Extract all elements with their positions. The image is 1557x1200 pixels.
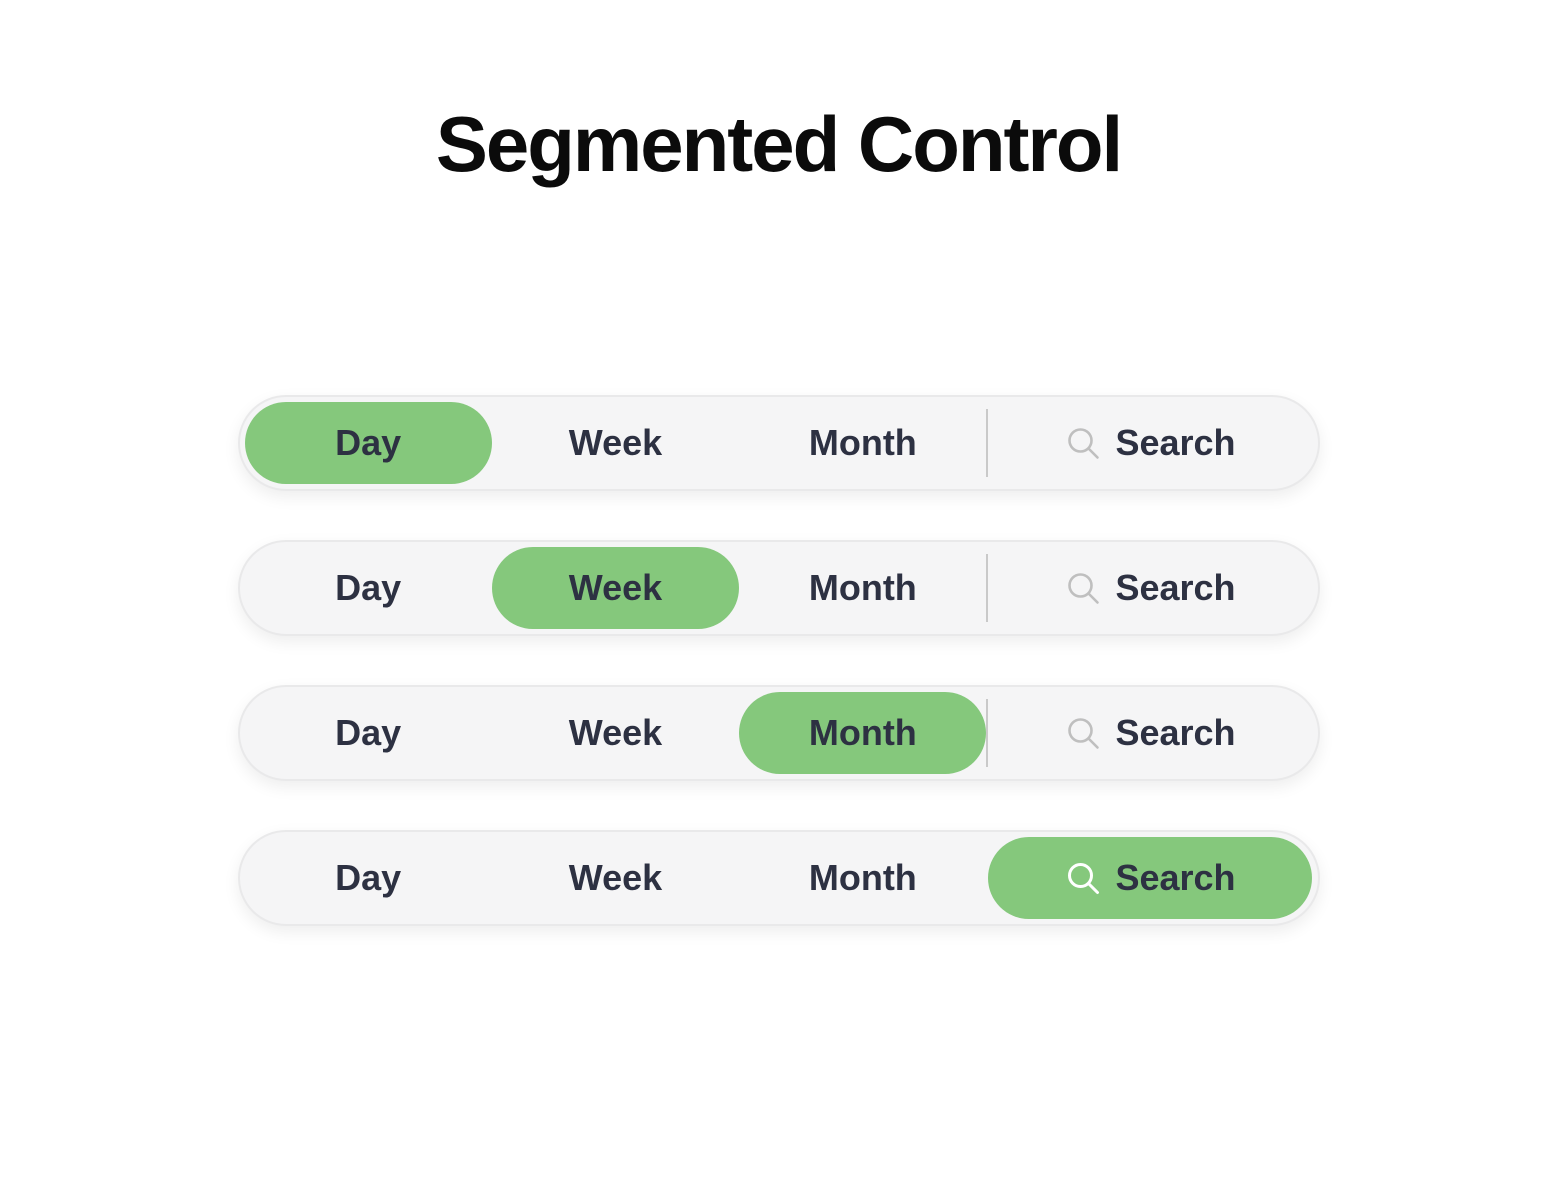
segment-label: Search xyxy=(1115,857,1236,898)
segment-month[interactable]: Month xyxy=(739,692,987,774)
page-title: Segmented Control xyxy=(435,100,1123,188)
segment-divider xyxy=(986,409,989,477)
segment-day[interactable]: Day xyxy=(245,692,492,774)
segment-search[interactable]: Search xyxy=(988,837,1313,919)
segment-label: Month xyxy=(808,857,917,898)
segmented-control-month-selected: Day Week Month Search xyxy=(237,685,1320,781)
segment-month[interactable]: Month xyxy=(739,837,986,919)
segment-label: Day xyxy=(335,857,402,898)
segment-label: Day xyxy=(335,422,402,463)
search-icon xyxy=(1068,427,1100,459)
segmented-control-week-selected: Day Week Month Search xyxy=(237,540,1320,636)
segment-label: Day xyxy=(335,567,402,608)
segment-search[interactable]: Search xyxy=(988,692,1312,774)
search-icon xyxy=(1068,862,1100,894)
segment-label: Month xyxy=(808,712,917,753)
segment-divider xyxy=(986,554,989,622)
search-icon xyxy=(1068,572,1100,604)
segment-divider xyxy=(986,699,989,767)
search-icon xyxy=(1068,717,1100,749)
segment-label: Month xyxy=(808,567,917,608)
segment-day[interactable]: Day xyxy=(245,547,492,629)
segment-week[interactable]: Week xyxy=(492,402,739,484)
segment-search[interactable]: Search xyxy=(988,402,1312,484)
segment-label: Search xyxy=(1115,712,1236,753)
segment-label: Week xyxy=(568,712,663,753)
segment-search[interactable]: Search xyxy=(988,547,1312,629)
segment-week[interactable]: Week xyxy=(491,547,740,629)
segment-label: Day xyxy=(335,712,402,753)
segment-label: Search xyxy=(1115,567,1236,608)
segment-week[interactable]: Week xyxy=(492,692,739,774)
segment-month[interactable]: Month xyxy=(739,402,986,484)
controls-stack: Day Week Month Search Day W xyxy=(237,395,1320,926)
segment-month[interactable]: Month xyxy=(739,547,986,629)
segment-day[interactable]: Day xyxy=(244,402,492,484)
segment-label: Week xyxy=(568,422,663,463)
segment-label: Search xyxy=(1115,422,1236,463)
segment-week[interactable]: Week xyxy=(492,837,739,919)
segmented-control-search-selected: Day Week Month Search xyxy=(237,830,1320,926)
segment-label: Week xyxy=(568,857,663,898)
segment-label: Month xyxy=(808,422,917,463)
segment-day[interactable]: Day xyxy=(245,837,492,919)
segment-label: Week xyxy=(568,567,663,608)
segmented-control-day-selected: Day Week Month Search xyxy=(237,395,1320,491)
